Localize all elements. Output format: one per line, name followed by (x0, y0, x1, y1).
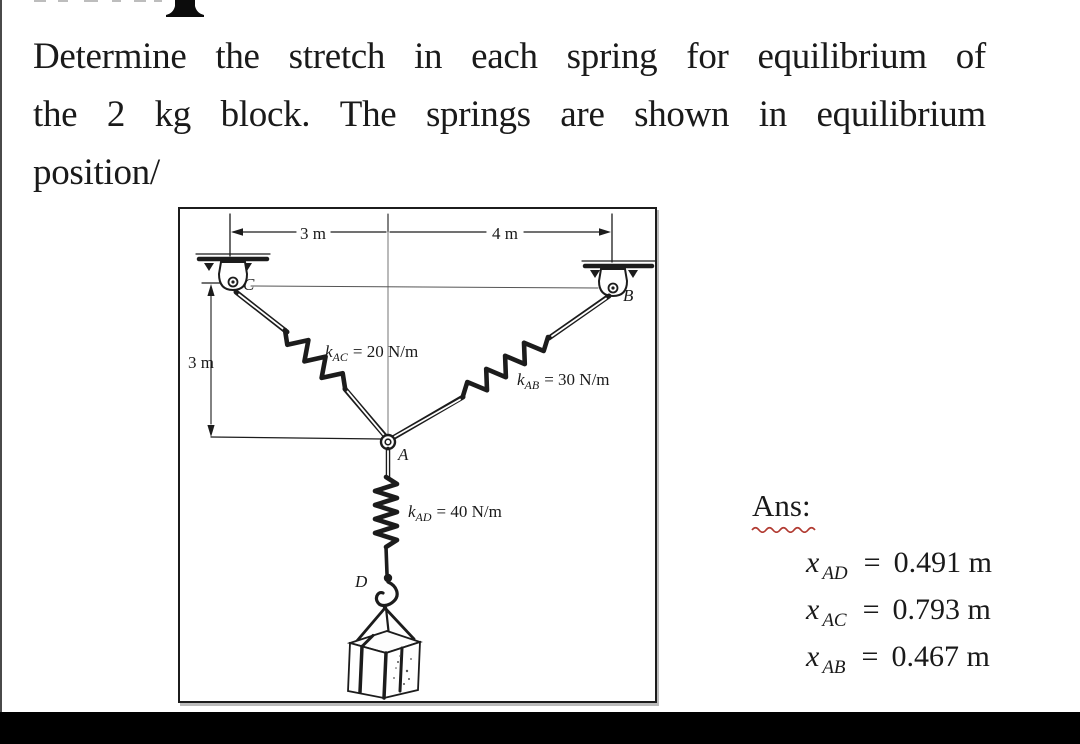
dim-top-left-label: 3 m (300, 224, 326, 243)
point-b-label: B (623, 286, 634, 305)
block (346, 630, 423, 700)
left-edge-strip (0, 0, 2, 744)
problem-word: each (471, 36, 538, 77)
problem-word: kg (154, 94, 192, 135)
problem-word: The (339, 94, 397, 135)
dim-top-right-label: 4 m (492, 224, 518, 243)
problem-word: in (758, 94, 787, 135)
problem-word: of (955, 36, 987, 77)
problem-word: the (215, 36, 260, 77)
problem-word: Determine (33, 36, 187, 77)
problem-word: 2 (106, 94, 126, 135)
support-c (195, 253, 271, 292)
problem-line-1: Determine the stretch in each spring for… (33, 28, 986, 86)
point-d-dot (383, 573, 393, 583)
cutoff-title-remnants (0, 0, 1080, 4)
cutoff-title-glyph (166, 0, 204, 17)
spellcheck-squiggle-icon (751, 526, 816, 533)
problem-word: stretch (288, 36, 386, 77)
bottom-black-bar (0, 712, 1080, 744)
problem-word: springs (425, 94, 531, 135)
equals-sign: = (863, 546, 881, 579)
answer-subscript: AB (822, 657, 846, 678)
spring-ac-label: kAC= 20 N/m (325, 342, 418, 364)
answer-subscript: AC (822, 610, 847, 631)
spring-ab-label: kAB= 30 N/m (517, 370, 610, 392)
ring-a (379, 433, 397, 451)
problem-word: equilibrium (757, 36, 927, 77)
arrow-up-icon (207, 284, 215, 296)
problem-word: shown (634, 94, 730, 135)
block-speckles (393, 655, 412, 685)
point-a-label: A (397, 445, 409, 464)
arrow-down-icon (207, 425, 215, 437)
spring-ad-label: kAD= 40 N/m (408, 502, 502, 524)
problem-word: are (560, 94, 605, 135)
answer-variable: x (806, 640, 820, 673)
point-c-label: C (243, 275, 255, 294)
spring-system-diagram: 3 m 4 m 3 m C B A D kAC= 20 N/m kAB= 30 … (188, 213, 655, 700)
problem-statement: Determine the stretch in each spring for… (33, 28, 986, 202)
problem-word: spring (566, 36, 658, 77)
hook-icon (374, 580, 399, 608)
problem-word: the (33, 94, 78, 135)
arrow-left-icon (231, 228, 243, 236)
answer-variable: x (806, 593, 820, 626)
spring-ac (233, 289, 389, 440)
problem-word: block. (220, 94, 311, 135)
answer-value: 0.467 m (891, 640, 990, 673)
arrow-right-icon (599, 228, 611, 236)
spring-ab (388, 293, 612, 442)
spring-ad (372, 446, 400, 576)
equals-sign: = (861, 640, 879, 673)
equals-sign: = (862, 593, 880, 626)
spring-system-figure: 3 m 4 m 3 m C B A D kAC= 20 N/m kAB= 30 … (178, 207, 657, 703)
answer-variable: x (806, 546, 820, 579)
problem-line-2: the 2 kg block. The springs are shown in… (33, 86, 986, 144)
problem-word: in (414, 36, 443, 77)
problem-word: for (686, 36, 729, 77)
point-d-label: D (354, 572, 368, 591)
dim-left-label: 3 m (188, 353, 214, 372)
answers-heading: Ans: (752, 488, 811, 523)
problem-word: equilibrium (816, 94, 987, 135)
answer-subscript: AD (822, 563, 848, 584)
support-b (581, 260, 655, 298)
problem-line-3: position/ (33, 152, 160, 193)
answer-value: 0.793 m (892, 593, 991, 626)
answer-value: 0.491 m (893, 546, 992, 579)
